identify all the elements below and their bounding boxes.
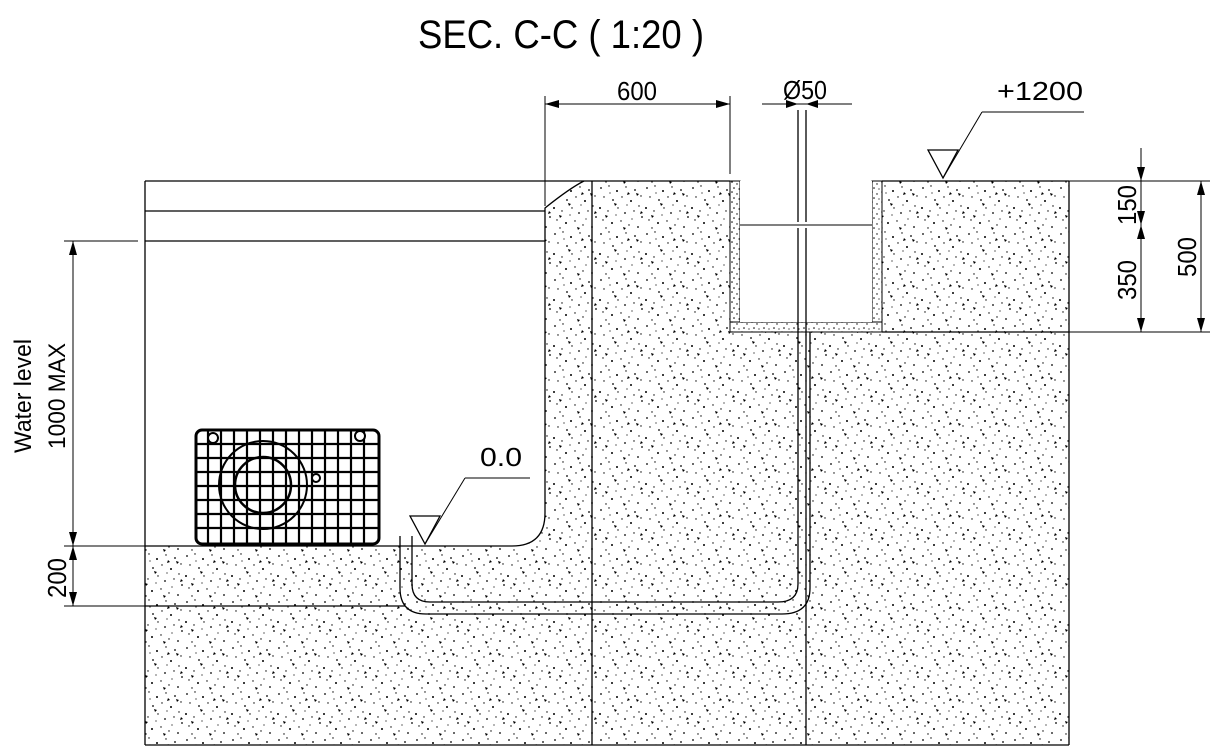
dimension-pipe-diameter <box>762 100 852 108</box>
water-level-label-line1: Water level <box>10 339 37 453</box>
dimension-left-chain <box>64 240 145 607</box>
dimension-600-label: 600 <box>617 76 657 106</box>
pump-body-icon <box>218 440 308 530</box>
dimension-350-label: 350 <box>1112 260 1142 300</box>
dimension-pipe-diameter-label: Ø50 <box>783 75 827 105</box>
dimension-right-chain <box>1069 148 1210 333</box>
level-floor-marker <box>408 477 530 546</box>
level-top-label: +1200 <box>997 76 1083 106</box>
basin-outline <box>144 180 1070 746</box>
water-level-label-line2: 1000 MAX <box>44 343 71 449</box>
dimension-150-label: 150 <box>1112 185 1142 225</box>
drain-pipe <box>399 110 872 615</box>
dimension-500-label: 500 <box>1172 237 1202 277</box>
dimension-600 <box>544 96 731 206</box>
concrete-mass <box>145 181 1069 745</box>
level-top-marker <box>926 111 1084 180</box>
level-floor-label: 0.0 <box>480 442 522 472</box>
drawing-title: SEC. C-C ( 1:20 ) <box>418 13 704 57</box>
pump-cage <box>194 428 381 546</box>
dimension-200-label: 200 <box>42 558 72 598</box>
